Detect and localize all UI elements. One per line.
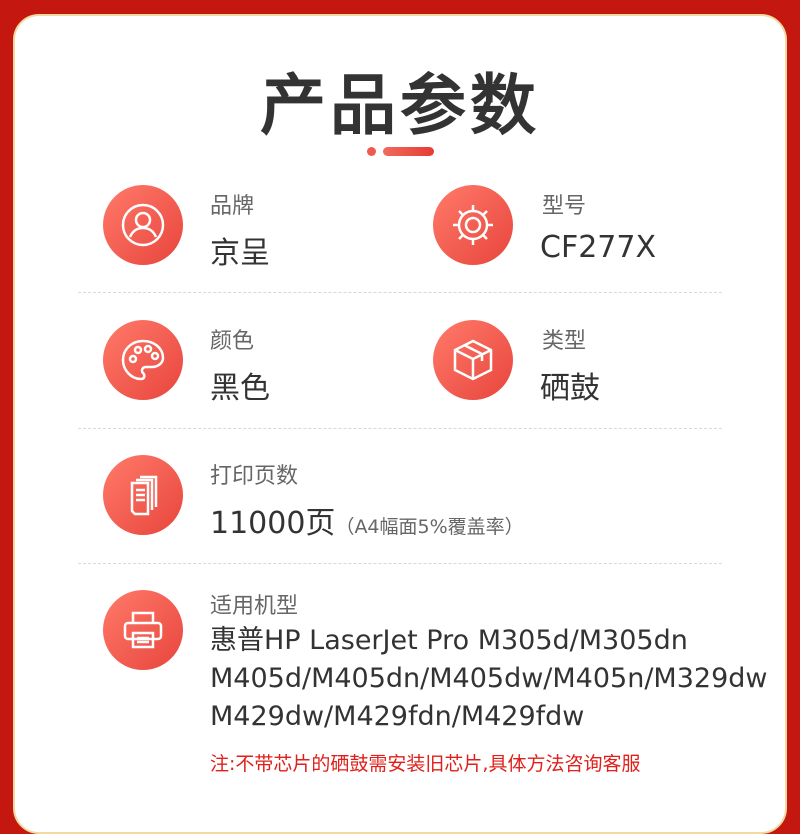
chip-note: 注:不带芯片的硒鼓需安装旧芯片,具体方法咨询客服 <box>210 753 641 775</box>
divider <box>78 428 722 429</box>
box-icon <box>433 320 513 400</box>
compat-line: M405d/M405dn/M405dw/M405n/M329dw <box>210 663 768 694</box>
compat-line: 惠普HP LaserJet Pro M305d/M305dn <box>210 625 688 656</box>
pages-label: 打印页数 <box>210 464 299 489</box>
printer-icon <box>103 590 183 670</box>
type-label: 类型 <box>542 329 587 354</box>
model-value: CF277X <box>540 230 657 265</box>
gear-icon <box>433 185 513 265</box>
pages-value-row: 11000页（A4幅面5%覆盖率） <box>210 498 524 542</box>
compat-line: M429dw/M429fdn/M429fdw <box>210 701 585 732</box>
brand-value: 京呈 <box>210 236 270 271</box>
title-decoration-dot <box>367 147 376 156</box>
palette-icon <box>103 320 183 400</box>
brand-label: 品牌 <box>210 194 255 219</box>
color-label: 颜色 <box>210 329 255 354</box>
pages-icon <box>103 455 183 535</box>
type-value: 硒鼓 <box>540 371 600 406</box>
color-value: 黑色 <box>210 371 270 406</box>
pages-value: 11000页 <box>210 506 336 541</box>
page-title: 产品参数 <box>260 67 540 144</box>
compat-models: 惠普HP LaserJet Pro M305d/M305dn M405d/M40… <box>210 622 767 736</box>
user-icon <box>103 185 183 265</box>
divider <box>78 292 722 293</box>
compat-label: 适用机型 <box>210 594 299 619</box>
pages-note: （A4幅面5%覆盖率） <box>335 516 524 538</box>
divider <box>78 563 722 564</box>
model-label: 型号 <box>542 194 587 219</box>
title-decoration-bar <box>383 147 434 156</box>
